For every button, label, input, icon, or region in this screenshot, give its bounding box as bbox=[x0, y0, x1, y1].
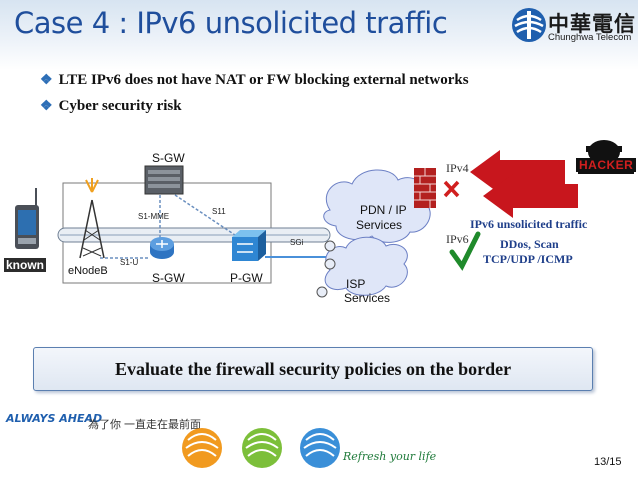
slide-title: Case 4 : IPv6 unsolicited traffic bbox=[14, 6, 448, 40]
logo-text-english: Chunghwa Telecom bbox=[548, 32, 632, 43]
enodeb-tower-icon bbox=[79, 178, 105, 259]
diamond-bullet-icon: ❖ bbox=[40, 99, 53, 114]
ipv4-label: IPv4 bbox=[446, 161, 469, 175]
sgi-label: SGi bbox=[290, 238, 304, 247]
diamond-bullet-icon: ❖ bbox=[40, 73, 53, 88]
p-gw-switch-icon bbox=[232, 230, 266, 261]
chunghwa-logo-icon bbox=[512, 8, 546, 42]
network-diagram bbox=[15, 140, 634, 298]
ipv6-attack-arrow bbox=[483, 174, 578, 218]
decorative-circles bbox=[182, 428, 340, 468]
slogan-chinese: 為了你 一直走在最前面 bbox=[88, 419, 202, 431]
slogan-english: ALWAYS AHEAD bbox=[6, 412, 103, 425]
refresh-slogan: Refresh your life bbox=[343, 450, 437, 463]
s1-u-label: S1-U bbox=[120, 258, 139, 267]
ipv4-attack-arrow bbox=[470, 150, 565, 194]
isp-label-line2: Services bbox=[344, 291, 391, 305]
pdn-label-line1: PDN / IP bbox=[360, 203, 407, 217]
s11-link bbox=[174, 194, 236, 236]
pdn-label-line2: Services bbox=[356, 218, 403, 232]
connector-icon bbox=[324, 258, 336, 270]
firewall-icon bbox=[414, 168, 436, 208]
bullet-text: Cyber security risk bbox=[58, 98, 182, 114]
ipv6-label: IPv6 bbox=[446, 232, 469, 246]
bullet-text: LTE IPv6 does not have NAT or FW blockin… bbox=[58, 72, 469, 88]
isp-cloud bbox=[324, 236, 408, 296]
unsolicited-traffic-label: IPv6 unsolicited traffic bbox=[470, 217, 588, 231]
p-gw-label: P-GW bbox=[230, 271, 263, 285]
pdn-cloud bbox=[323, 169, 431, 243]
phone-label: known bbox=[4, 258, 46, 272]
conclusion-box: Evaluate the firewall security policies … bbox=[33, 347, 593, 391]
bullet-item: ❖ LTE IPv6 does not have NAT or FW blocki… bbox=[40, 72, 469, 89]
s-gw-server-icon bbox=[144, 165, 184, 195]
mobile-phone-icon bbox=[15, 188, 39, 249]
s1-mme-label: S1-MME bbox=[138, 212, 170, 221]
bullet-item: ❖ Cyber security risk bbox=[40, 98, 182, 115]
s-gw-top-label: S-GW bbox=[152, 151, 185, 165]
hacker-label: HACKER bbox=[576, 158, 637, 172]
ddos-label: DDos, Scan bbox=[500, 237, 559, 251]
logo-text-chinese: 中華電信 bbox=[548, 12, 636, 36]
isp-label-line1: ISP bbox=[346, 277, 366, 291]
s-gw-router-icon bbox=[150, 237, 174, 259]
s11-label: S11 bbox=[212, 207, 226, 216]
s-gw-bottom-label: S-GW bbox=[152, 271, 185, 285]
allowed-check-icon bbox=[449, 231, 481, 271]
enodeb-label: eNodeB bbox=[68, 265, 108, 277]
protocols-label: TCP/UDP /ICMP bbox=[483, 252, 573, 266]
connector-icon bbox=[316, 286, 328, 298]
blocked-x-icon bbox=[443, 180, 460, 198]
page-number: 13/15 bbox=[594, 456, 622, 468]
connector-icon bbox=[324, 240, 336, 252]
